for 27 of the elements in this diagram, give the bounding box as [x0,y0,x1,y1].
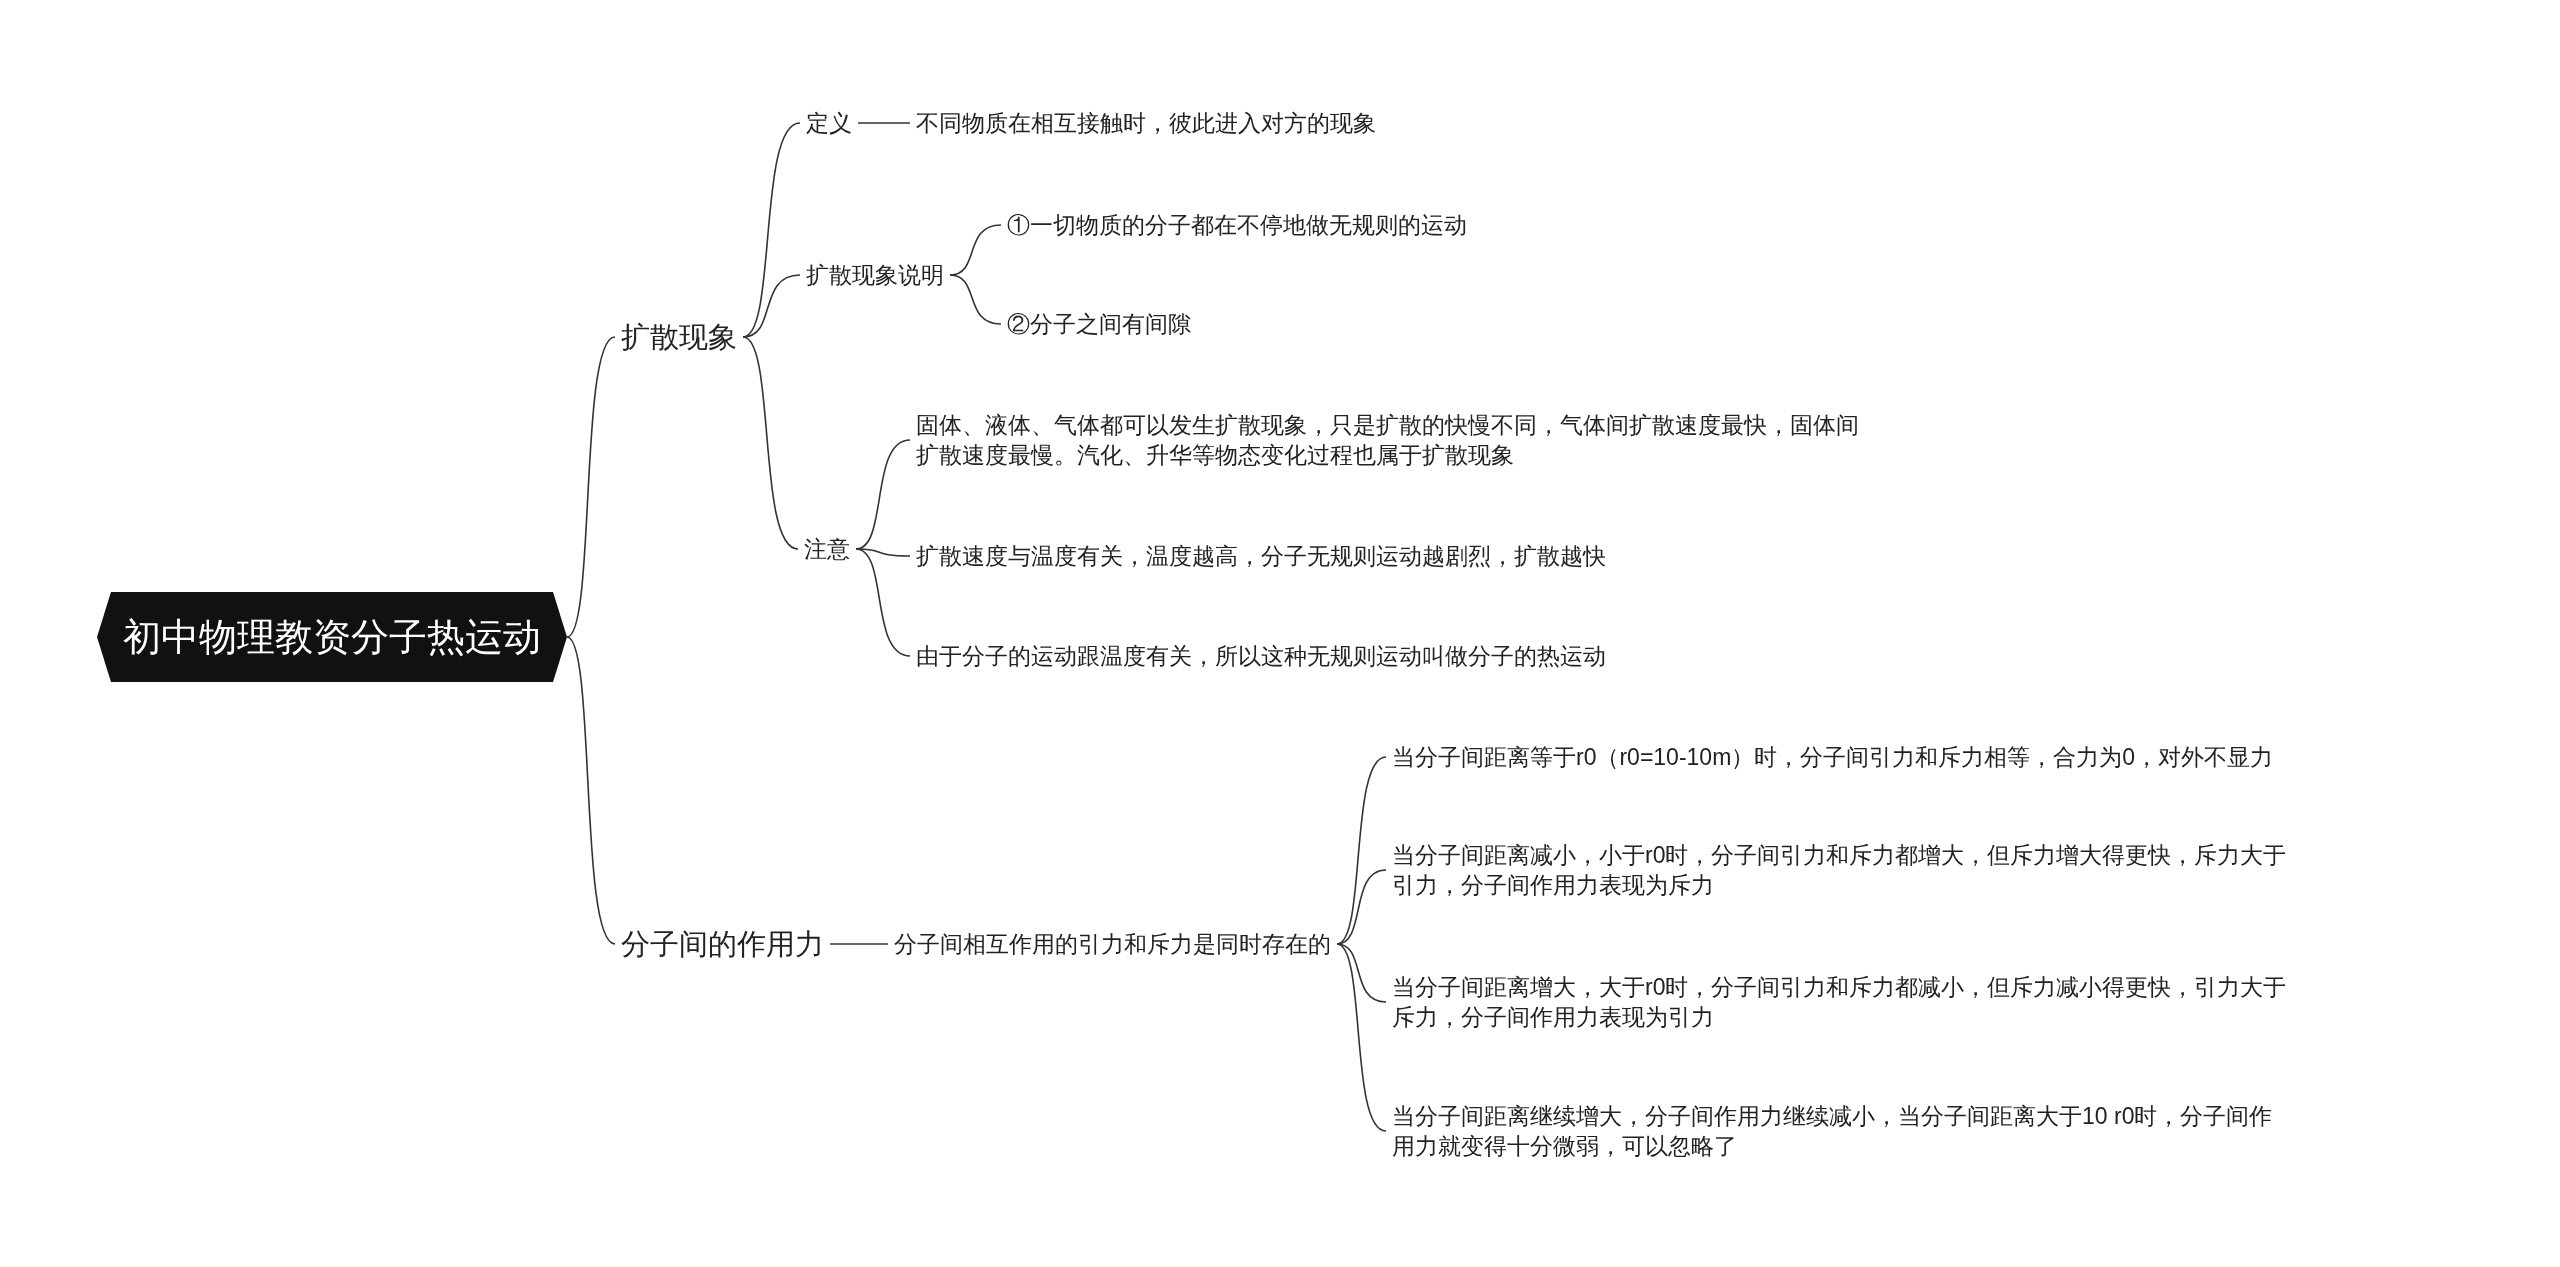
topic-text: 注意 [798,531,856,567]
topic-text: 扩散现象 [615,315,743,359]
branch-line [949,274,1002,325]
branch-line [742,336,799,550]
topic-text: ①一切物质的分子都在不停地做无规则的运动 [1001,207,1473,243]
branch-line [742,274,801,338]
topic-text: 当分子间距离减小，小于r0时，分子间引力和斥力都增大，但斥力增大得更快，斥力大于引力，分子间作用力表现为斥力 [1386,837,2306,903]
topic-text: 当分子间距离增大，大于r0时，分子间引力和斥力都减小，但斥力减小得更快，引力大于斥力，分子间作用力表现为引力 [1386,969,2306,1035]
branch-line [566,636,616,945]
topic-text: 分子间相互作用的引力和斥力是同时存在的 [888,926,1337,962]
topic-text: 当分子间距离继续增大，分子间作用力继续减小，当分子间距离大于10 r0时，分子间作用力就变得十分微弱，可以忽略了 [1386,1098,2286,1164]
branch-line [1336,943,1387,1003]
topic-text: 由于分子的运动跟温度有关，所以这种无规则运动叫做分子的热运动 [910,638,1612,674]
topic-text: ②分子之间有间隙 [1001,306,1197,342]
topic-text: 扩散现象说明 [800,257,950,293]
branch-line [857,122,911,124]
topic-text: 扩散速度与温度有关，温度越高，分子无规则运动越剧烈，扩散越快 [910,538,1612,574]
branch-line [1336,943,1387,1132]
central-topic: 初中物理教资分子热运动 [97,592,567,682]
topic-text: 分子间的作用力 [615,922,830,966]
branch-line [855,548,911,657]
topic-text: 当分子间距离等于r0（r0=10-10m）时，分子间引力和斥力相等，合力为0，对外不显力 [1386,739,2280,775]
topic-text: 不同物质在相互接触时，彼此进入对方的现象 [910,105,1382,141]
topic-text: 固体、液体、气体都可以发生扩散现象，只是扩散的快慢不同，气体间扩散速度最快，固体间扩散速度最慢。汽化、升华等物态变化过程也属于扩散现象 [910,407,1874,473]
branch-line [566,336,616,638]
topic-text: 定义 [800,105,858,141]
branch-line [829,943,889,945]
